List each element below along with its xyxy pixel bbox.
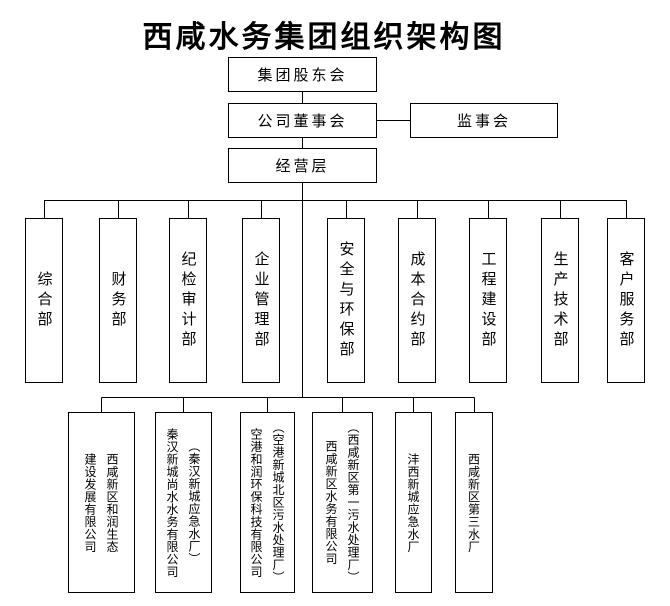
- department-label: 企业管理部: [252, 250, 269, 351]
- department-label: 生产技术部: [551, 250, 568, 351]
- subsidiary-label-column: （秦汉新城应急水厂）: [187, 440, 201, 565]
- node-label: 公司董事会: [257, 114, 348, 130]
- subsidiary-connectors: [101, 397, 475, 412]
- node-label: 经营层: [275, 159, 330, 175]
- subsidiary-box-third-water-plant: 西咸新区第三水厂: [455, 412, 493, 593]
- subsidiary-label-column: 秦汉新城尚水水务有限公司: [165, 427, 179, 578]
- node-management-level: 经营层: [228, 148, 377, 183]
- subsidiary-box-konggang-herun-environmental: 空港和润环保科技有限公司 （空港新城北区污水处理厂）: [240, 412, 295, 593]
- node-supervisory-board: 监事会: [410, 103, 558, 138]
- department-box-general-affairs: 综合部: [25, 218, 63, 383]
- subsidiary-label-column: 西咸新区和润生态: [105, 452, 119, 553]
- node-board-of-directors: 公司董事会: [228, 103, 377, 138]
- subsidiary-label-column: 空港和润环保科技有限公司: [249, 427, 263, 578]
- subsidiary-label-column: 沣西新城应急水厂: [406, 452, 420, 553]
- department-label: 综合部: [35, 270, 52, 331]
- department-label: 财务部: [109, 270, 126, 331]
- department-box-production-technology: 生产技术部: [541, 218, 579, 383]
- department-connectors: [44, 200, 627, 218]
- department-label: 工程建设部: [479, 250, 496, 351]
- subsidiary-box-xixian-water: 西咸新区水务有限公司 （西咸新区第一污水处理厂）: [312, 412, 373, 593]
- subsidiary-label-column: （空港新城北区污水处理厂）: [271, 421, 285, 584]
- subsidiary-label-column: （西咸新区第一污水处理厂）: [346, 421, 360, 584]
- department-box-finance: 财务部: [99, 218, 137, 383]
- department-label: 安全与环保部: [337, 240, 354, 361]
- department-box-enterprise-management: 企业管理部: [242, 218, 280, 383]
- subsidiary-label-column: 西咸新区水务有限公司: [324, 440, 338, 565]
- chart-title: 西咸水务集团组织架构图: [142, 21, 506, 54]
- node-label: 监事会: [456, 114, 511, 130]
- node-label: 集团股东会: [257, 68, 348, 84]
- department-box-engineering-construction: 工程建设部: [469, 218, 507, 383]
- subsidiary-box-herun-ecology: 建设发展有限公司 西咸新区和润生态: [68, 412, 135, 593]
- department-box-customer-service: 客户服务部: [607, 218, 645, 383]
- department-label: 纪检审计部: [179, 250, 196, 351]
- subsidiary-box-fengxi-emergency-plant: 沣西新城应急水厂: [395, 412, 432, 593]
- department-box-discipline-audit: 纪检审计部: [169, 218, 207, 383]
- department-box-cost-contract: 成本合约部: [398, 218, 436, 383]
- department-box-safety-environment: 安全与环保部: [327, 218, 365, 383]
- department-label: 成本合约部: [408, 250, 425, 351]
- department-label: 客户服务部: [617, 250, 634, 351]
- subsidiary-label-column: 建设发展有限公司: [83, 452, 97, 553]
- subsidiary-box-qinhan-shangshui-water: 秦汉新城尚水水务有限公司 （秦汉新城应急水厂）: [155, 412, 212, 593]
- subsidiary-label-column: 西咸新区第三水厂: [466, 452, 481, 553]
- node-shareholders-meeting: 集团股东会: [228, 57, 377, 92]
